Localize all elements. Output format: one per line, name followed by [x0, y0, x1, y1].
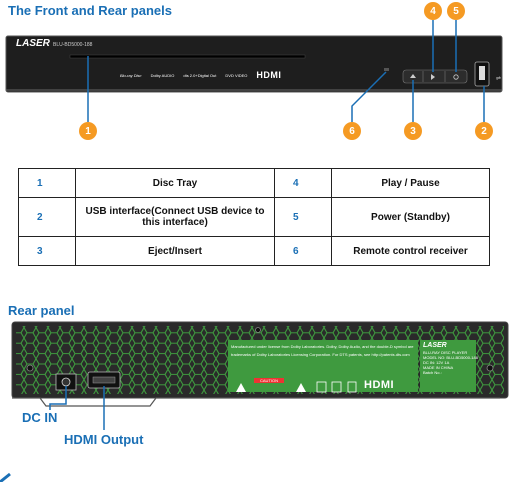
weee-bin-icon: [347, 381, 357, 393]
remote-receiver-window: [384, 68, 389, 71]
rating-brand: LASER: [423, 342, 447, 349]
warning-icon: [296, 383, 306, 392]
bluray-logo: Blu-ray Disc: [120, 72, 142, 78]
item-number: 4: [274, 168, 332, 198]
button-cluster: [402, 69, 468, 84]
rating-label-panel: [420, 340, 476, 392]
item-description: Remote control receiver: [331, 236, 490, 266]
dc-in-label: DC IN: [22, 410, 58, 425]
callout-5: 5: [447, 2, 465, 20]
rear-dolby-notice: Manufactured under license from Dolby La…: [231, 344, 414, 357]
table-row: 2 USB interface(Connect USB device to th…: [18, 197, 490, 237]
item-description: Play / Pause: [331, 168, 490, 198]
item-description: Power (Standby): [331, 197, 490, 237]
play-pause-icon: [431, 74, 435, 80]
power-icon: [453, 74, 459, 80]
rating-label-text: LASER BLU-RAY DISC PLAYER MODEL NO: BLU-…: [423, 341, 478, 375]
callout-1: 1: [79, 122, 97, 140]
warning-icon: [236, 383, 246, 392]
regulatory-label-panel: [228, 340, 418, 392]
front-panel-heading: The Front and Rear panels: [8, 3, 172, 18]
callout-6: 6: [343, 122, 361, 140]
dts-logo: dts 2.0+Digital Out: [183, 72, 217, 78]
disc-tray-slot: [69, 54, 306, 59]
model-label: BLU-BD5000-188: [53, 42, 93, 48]
table-row: 1 Disc Tray 4 Play / Pause: [18, 168, 490, 198]
rear-hdmi-logo: HDMI: [364, 379, 395, 391]
recycle-icon: [331, 381, 342, 393]
rear-panel-bottom-edge: [12, 397, 500, 407]
component-reference-table: 1 Disc Tray 4 Play / Pause 2 USB interfa…: [18, 168, 490, 266]
item-number: 3: [18, 236, 76, 266]
dolby-logo: Dolby AUDIO: [150, 72, 175, 78]
certification-icon: [316, 381, 327, 393]
hdmi-logo: HDMI: [256, 70, 282, 80]
usb-symbol-icon: ⇌: [496, 75, 501, 82]
item-number: 5: [274, 197, 332, 237]
callout-3: 3: [404, 122, 422, 140]
screw-icon: [486, 364, 494, 372]
usb-port-tongue: [479, 66, 485, 80]
item-description: Disc Tray: [75, 168, 275, 198]
callout-2: 2: [475, 122, 493, 140]
eject-icon: [410, 74, 416, 78]
rating-line: BLU-RAY DISC PLAYER: [423, 350, 468, 355]
rating-line: MODEL NO: BLU-BD5000-188: [423, 355, 478, 360]
callout-4: 4: [424, 2, 442, 20]
rating-line: MADE IN CHINA: [423, 365, 454, 370]
table-row: 3 Eject/Insert 6 Remote control receiver: [18, 236, 490, 266]
rating-line: DC IN: 12V 1A: [423, 360, 450, 365]
rear-panel-heading: Rear panel: [8, 303, 75, 318]
rating-line: Batch No.:: [423, 370, 442, 375]
screw-icon: [255, 327, 261, 333]
front-logo-row: Blu-ray Disc Dolby AUDIO dts 2.0+Digital…: [120, 70, 281, 80]
item-description: Eject/Insert: [75, 236, 275, 266]
front-panel-body: [5, 35, 503, 93]
caution-badge: CAUTION: [254, 378, 284, 383]
front-panel-illustration: ⇌: [5, 20, 503, 122]
dvd-logo: DVD VIDEO: [225, 72, 248, 78]
brand-logo: LASER: [16, 38, 50, 49]
screw-icon: [26, 364, 34, 372]
hdmi-output-label: HDMI Output: [64, 432, 144, 447]
